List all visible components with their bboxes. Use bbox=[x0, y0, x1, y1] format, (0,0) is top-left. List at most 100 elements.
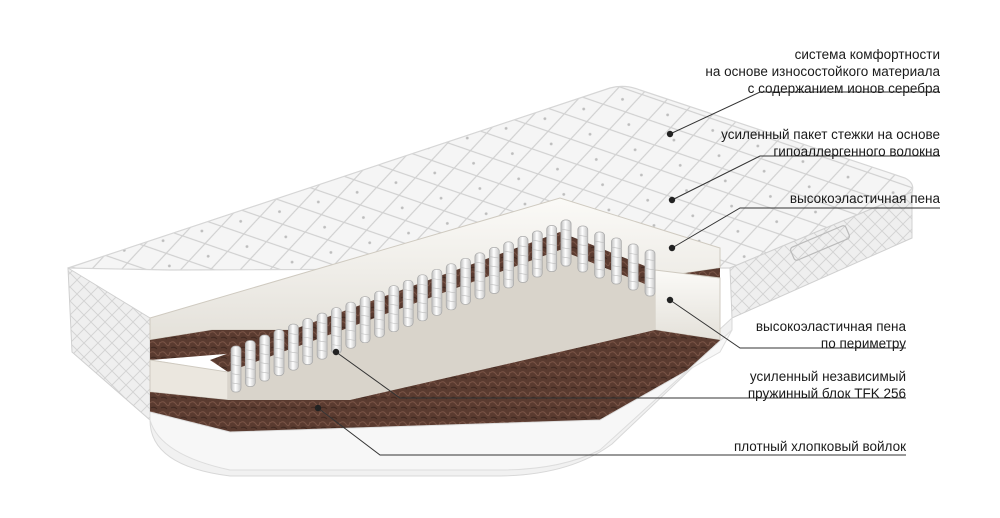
leader-line-perimeter-foam bbox=[669, 299, 906, 349]
spring-coil-line bbox=[644, 258, 656, 261]
spring-coil-line bbox=[317, 322, 328, 325]
spring-coil-line bbox=[230, 382, 242, 385]
spring-coil-line bbox=[317, 349, 328, 352]
spring-coil-line bbox=[259, 371, 270, 374]
spring-coil-line bbox=[532, 267, 543, 270]
spring-coil-line bbox=[317, 331, 328, 334]
label-top-foam-line-1: высокоэластичная пена bbox=[789, 191, 940, 206]
spring-coil-line bbox=[331, 344, 342, 347]
spring-coil-line bbox=[446, 300, 457, 303]
spring-coil-line bbox=[489, 283, 500, 286]
spring-coil-line bbox=[644, 268, 656, 271]
leader-line-felt bbox=[317, 407, 906, 456]
pocket-spring bbox=[460, 257, 471, 305]
spring-coil-line bbox=[644, 286, 656, 289]
spring-coil-line bbox=[273, 338, 285, 341]
label-felt-line-1: плотный хлопковый войлок bbox=[733, 439, 906, 454]
spring-coil-line bbox=[594, 259, 605, 262]
pocket-spring bbox=[244, 340, 256, 387]
spring-coil-line bbox=[503, 278, 514, 281]
label-perimeter-foam-line-1: высокоэластичная пена bbox=[755, 319, 906, 334]
spring-coil-line bbox=[577, 234, 588, 237]
label-felt: плотный хлопковый войлок bbox=[734, 438, 906, 455]
spring-coil-line bbox=[388, 313, 399, 316]
spring-coil-line bbox=[374, 300, 385, 303]
spring-coil-line bbox=[360, 324, 371, 327]
pocket-spring bbox=[560, 219, 572, 267]
spring-coil-line bbox=[230, 354, 242, 357]
spring-coil-line bbox=[345, 329, 356, 332]
leader-line-top-foam bbox=[671, 207, 940, 249]
spring-coil-line bbox=[460, 267, 471, 270]
spring-coil-line bbox=[560, 256, 572, 259]
spring-coil-line bbox=[245, 377, 256, 380]
pocket-spring bbox=[288, 323, 299, 371]
spring-coil-line bbox=[474, 261, 485, 264]
pocket-spring bbox=[531, 230, 543, 278]
spring-coil-line bbox=[345, 311, 356, 314]
spring-coil-line bbox=[259, 353, 270, 356]
label-spring-block-line-1: усиленный независимый bbox=[749, 369, 906, 384]
spring-coil-line bbox=[546, 252, 557, 255]
mattress-end-panel bbox=[729, 191, 913, 319]
spring-coil-line bbox=[611, 265, 622, 268]
pocket-spring bbox=[546, 225, 558, 272]
spring-coil-line bbox=[446, 272, 457, 275]
spring-coil-line bbox=[317, 340, 328, 343]
pocket-spring bbox=[374, 290, 385, 338]
pocket-spring bbox=[388, 285, 400, 333]
spring-coil-line bbox=[560, 247, 572, 250]
label-perimeter-foam: высокоэластичная пена по периметру bbox=[756, 318, 906, 352]
spring-coil-line bbox=[302, 345, 313, 348]
spring-coil-line bbox=[503, 260, 514, 263]
spring-coil-line bbox=[403, 307, 414, 310]
spring-coil-line bbox=[628, 271, 639, 274]
spring-coil-line bbox=[388, 322, 399, 325]
spring-coil-line bbox=[517, 245, 529, 248]
spring-coil-line bbox=[611, 274, 622, 277]
spring-coil-line bbox=[360, 314, 371, 317]
pocket-spring bbox=[345, 301, 357, 349]
spring-coil-line bbox=[302, 355, 313, 358]
spring-coil-line bbox=[417, 292, 428, 295]
label-quilting-line-2: гипоаллергенного волокна bbox=[773, 144, 940, 159]
spring-coil-line bbox=[628, 280, 639, 283]
leader-lines bbox=[317, 91, 940, 456]
spring-coil-line bbox=[474, 289, 485, 292]
cutaway-section bbox=[149, 197, 733, 471]
pocket-spring bbox=[273, 329, 285, 376]
spring-coil-line bbox=[288, 333, 299, 336]
spring-coil-line bbox=[331, 325, 342, 328]
label-cover-line-2: на основе износостойкого материала bbox=[705, 64, 940, 79]
leader-line-spring-block bbox=[335, 351, 906, 399]
spring-coil-line bbox=[273, 366, 285, 369]
spring-coil-line bbox=[446, 281, 457, 284]
spring-coil-line bbox=[460, 276, 471, 279]
spring-coil-line bbox=[345, 338, 356, 341]
spring-coil-line bbox=[560, 228, 572, 231]
spring-coil-line bbox=[302, 336, 313, 339]
spring-coil-line bbox=[431, 278, 442, 281]
spring-coil-line bbox=[245, 358, 256, 361]
leader-dots bbox=[314, 130, 676, 412]
label-top-foam: высокоэластичная пена bbox=[790, 190, 940, 207]
spring-coil-line bbox=[331, 335, 342, 338]
spring-coil-line bbox=[628, 262, 639, 265]
label-cover-line-1: система комфортности bbox=[794, 47, 940, 62]
spring-coil-line bbox=[403, 289, 414, 292]
pocket-spring bbox=[627, 243, 639, 291]
spring-coil-line bbox=[230, 373, 242, 376]
pocket-spring bbox=[302, 318, 314, 365]
spring-coil-line bbox=[532, 258, 543, 261]
spring-coil-line bbox=[259, 343, 270, 346]
spring-coil-line bbox=[489, 265, 500, 268]
pocket-spring bbox=[488, 247, 500, 294]
spring-coil-line bbox=[273, 356, 285, 359]
spring-coil-line bbox=[273, 347, 285, 350]
label-perimeter-foam-line-2: по периметру bbox=[820, 336, 906, 351]
spring-coil-line bbox=[503, 269, 514, 272]
pocket-spring bbox=[611, 237, 622, 285]
pocket-spring bbox=[503, 241, 514, 289]
